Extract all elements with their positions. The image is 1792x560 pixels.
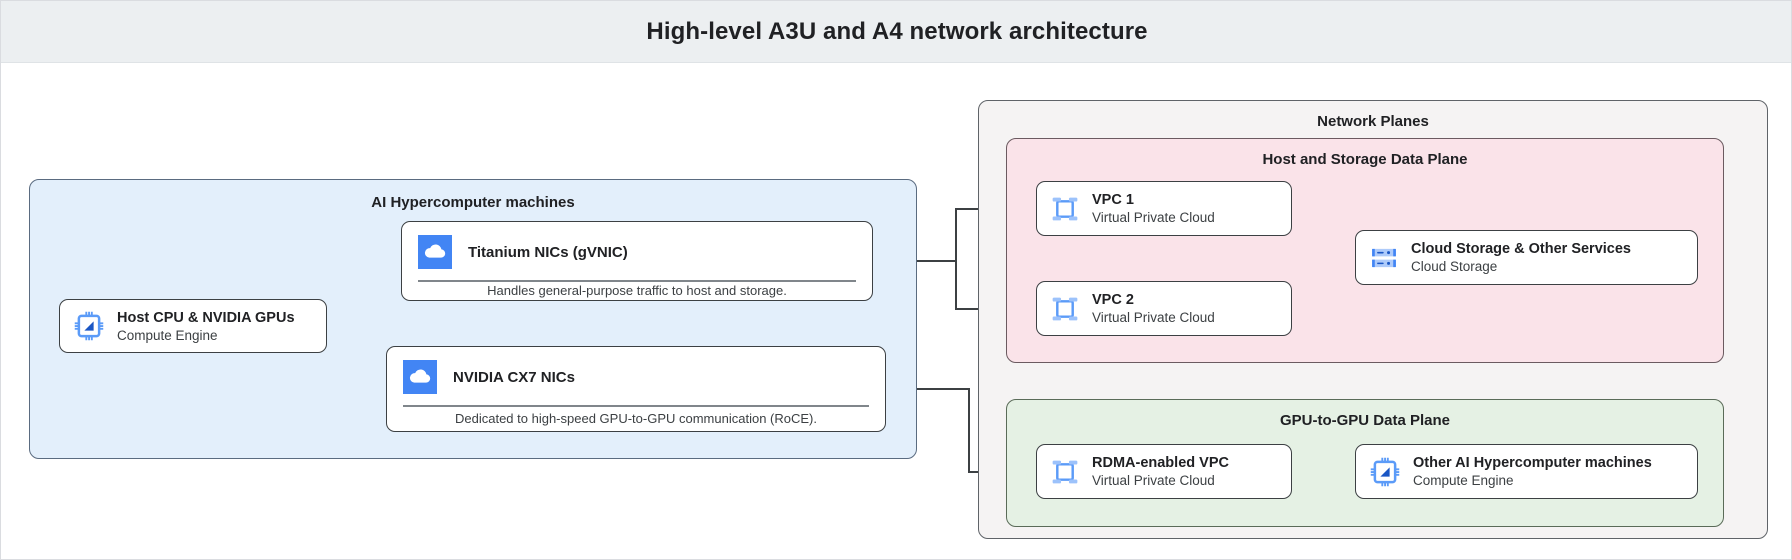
cpu-chip-icon: [1370, 457, 1400, 486]
rdma-enabled-vpc-card[interactable]: RDMA-enabled VPC Virtual Private Cloud: [1036, 444, 1292, 499]
network-planes-title: Network Planes: [1317, 113, 1429, 130]
vpc-2-card[interactable]: VPC 2 Virtual Private Cloud: [1036, 281, 1292, 336]
vpc-2-card-subtitle: Virtual Private Cloud: [1092, 310, 1215, 325]
cloud-storage-card-title: Cloud Storage & Other Services: [1411, 241, 1631, 257]
vpc-2-card-title: VPC 2: [1092, 292, 1134, 308]
host-cpu-card-title: Host CPU & NVIDIA GPUs: [117, 309, 295, 326]
titanium-card-title: Titanium NICs (gVNIC): [468, 243, 628, 261]
page-title: High-level A3U and A4 network architectu…: [646, 17, 1148, 45]
host-cpu-card-subtitle: Compute Engine: [117, 327, 218, 343]
cx7-card-description: Dedicated to high-speed GPU-to-GPU commu…: [455, 411, 817, 427]
vpc-icon: [1052, 297, 1078, 320]
vpc-icon: [1052, 197, 1078, 220]
vpc-icon: [1052, 460, 1078, 483]
cloud-icon: [418, 235, 452, 269]
diagram-header: High-level A3U and A4 network architectu…: [1, 1, 1791, 63]
host-cpu-gpu-card[interactable]: Host CPU & NVIDIA GPUs Compute Engine: [59, 299, 327, 353]
titanium-nics-card[interactable]: Titanium NICs (gVNIC) Handles general-pu…: [401, 221, 873, 301]
machines-panel-title: AI Hypercomputer machines: [371, 194, 575, 211]
gpu-plane-title: GPU-to-GPU Data Plane: [1279, 412, 1451, 429]
titanium-card-description: Handles general-purpose traffic to host …: [487, 283, 787, 299]
vpc-1-card-subtitle: Virtual Private Cloud: [1092, 210, 1215, 225]
rdma-card-subtitle: Virtual Private Cloud: [1092, 473, 1215, 488]
cx7-card-title: NVIDIA CX7 NICs: [453, 368, 575, 386]
cloud-icon: [403, 360, 437, 394]
host-storage-plane-title: Host and Storage Data Plane: [1262, 151, 1468, 168]
titanium-card-divider: [418, 280, 856, 282]
cloud-storage-card-subtitle: Cloud Storage: [1411, 259, 1498, 274]
cloud-storage-card[interactable]: Cloud Storage & Other Services Cloud Sto…: [1355, 230, 1698, 285]
vpc-1-card-title: VPC 1: [1092, 192, 1134, 208]
titanium-card-header: Titanium NICs (gVNIC): [402, 222, 872, 280]
cloud-storage-icon: [1372, 248, 1396, 267]
cx7-card-header: NVIDIA CX7 NICs: [387, 347, 885, 405]
other-ai-hypercomputer-machines-card[interactable]: Other AI Hypercomputer machines Compute …: [1355, 444, 1698, 499]
cx7-card-divider: [403, 405, 869, 407]
other-machines-card-title: Other AI Hypercomputer machines: [1413, 455, 1652, 471]
cpu-chip-icon: [74, 311, 104, 341]
other-machines-card-subtitle: Compute Engine: [1413, 473, 1514, 488]
nvidia-cx7-nics-card[interactable]: NVIDIA CX7 NICs Dedicated to high-speed …: [386, 346, 886, 432]
rdma-card-title: RDMA-enabled VPC: [1092, 455, 1229, 471]
vpc-1-card[interactable]: VPC 1 Virtual Private Cloud: [1036, 181, 1292, 236]
